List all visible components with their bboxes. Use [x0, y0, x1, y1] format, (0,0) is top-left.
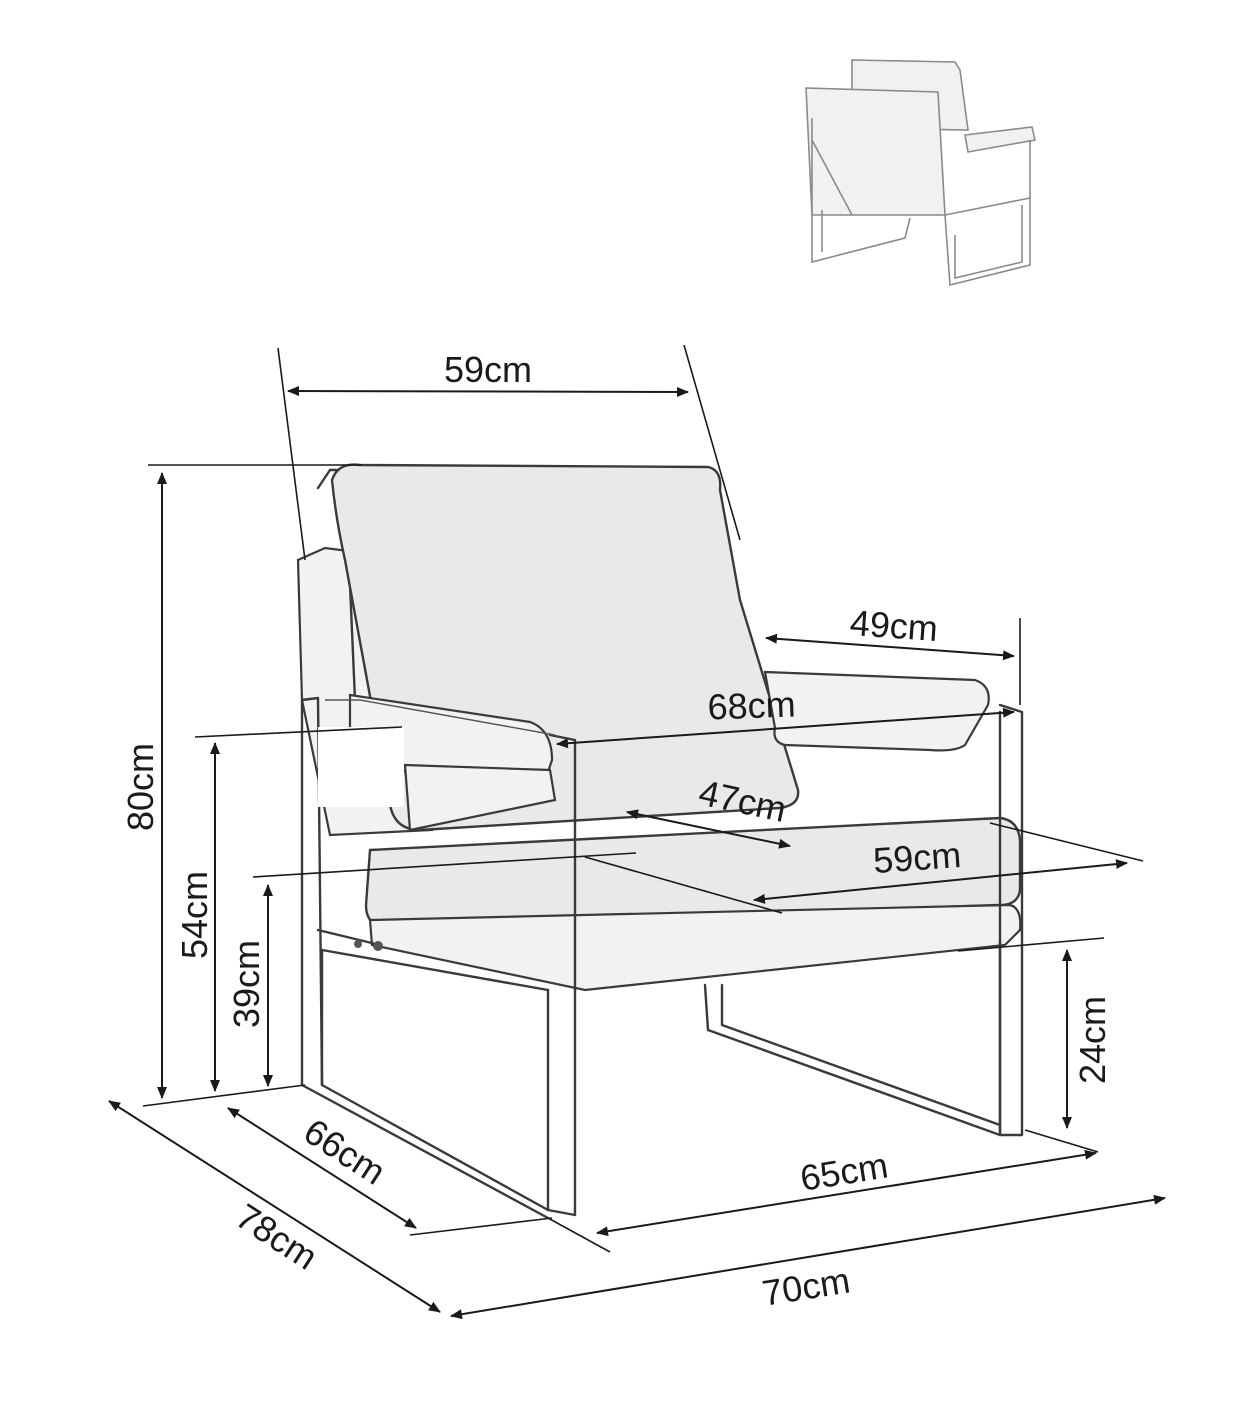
label-inner-width: 68cm — [707, 683, 796, 727]
arrow-armrest-depth — [765, 633, 1015, 661]
arrow-backrest-width — [287, 386, 689, 397]
arrow-inner-width — [556, 707, 1015, 749]
label-seat-height: 39cm — [226, 940, 267, 1028]
label-backrest-width: 59cm — [444, 349, 532, 390]
arrow-seat-depth — [626, 809, 791, 849]
arrow-total-width — [450, 1194, 1166, 1320]
label-armrest-height: 54cm — [174, 871, 215, 959]
right-armrest — [763, 670, 990, 752]
frame-bolt — [373, 941, 383, 951]
seat-base — [368, 903, 1022, 992]
label-seat-width: 59cm — [872, 834, 963, 881]
arrow-seat-width — [753, 859, 1128, 904]
label-leg-clearance: 24cm — [1072, 996, 1113, 1084]
label-frame-depth: 66cm — [297, 1110, 393, 1192]
rear-view-thumbnail — [805, 59, 1036, 287]
label-total-height: 80cm — [120, 743, 161, 831]
label-armrest-depth: 49cm — [849, 602, 940, 649]
dimension-arrows — [108, 386, 1166, 1320]
arrow-total-depth — [108, 1100, 441, 1313]
label-total-width: 70cm — [759, 1260, 852, 1314]
label-frame-width: 65cm — [797, 1145, 890, 1199]
blank-patch — [318, 727, 404, 807]
